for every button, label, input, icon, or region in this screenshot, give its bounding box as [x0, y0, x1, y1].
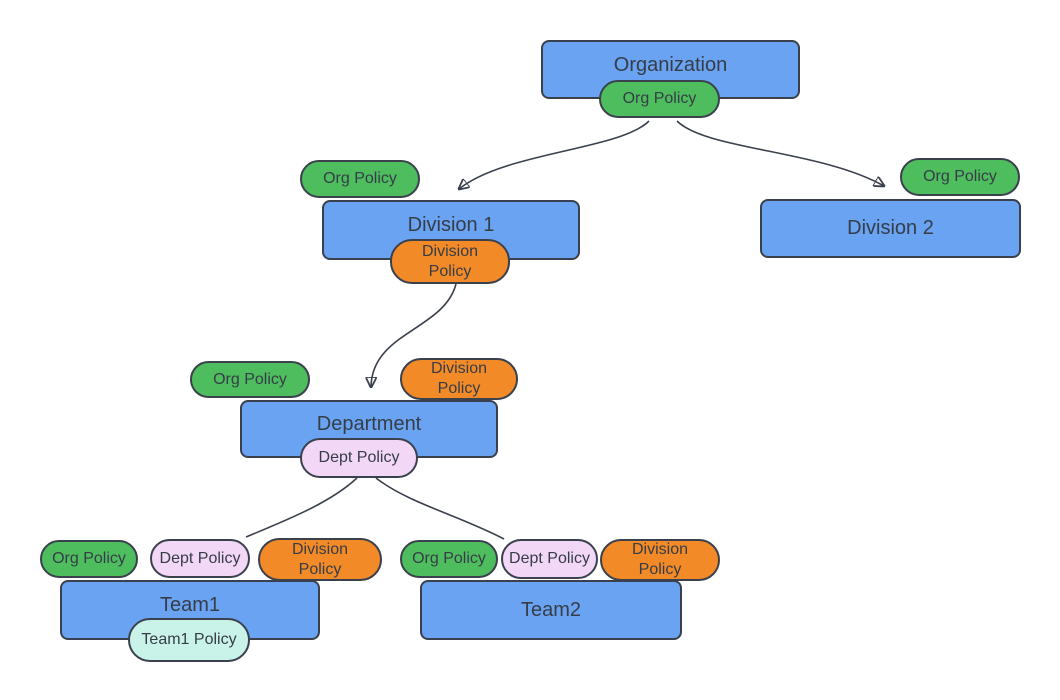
node-organization-label: Organization — [613, 53, 728, 76]
edge-orgpolicy-to-division1 — [459, 120, 650, 189]
node-team-1-label: Team1 — [159, 594, 221, 616]
division-policy-pill-team-1: Division Policy — [258, 538, 382, 581]
division-policy-pill-team-2: Division Policy — [600, 539, 720, 581]
division-policy-pill-division-1: Division Policy — [390, 239, 510, 284]
node-department-label: Department — [316, 413, 422, 435]
team1-policy-pill-team-1: Team1 Policy — [128, 618, 250, 662]
org-policy-pill-department: Org Policy — [190, 361, 310, 398]
node-team-2-label: Team2 — [520, 598, 582, 621]
dept-policy-pill-team-1: Dept Policy — [150, 539, 250, 578]
org-policy-pill-division-2: Org Policy — [900, 158, 1020, 196]
edge-orgpolicy-to-division2 — [676, 120, 884, 186]
edge-deptpolicy-to-team1 — [245, 477, 358, 538]
org-policy-pill-team-1: Org Policy — [40, 540, 138, 578]
node-division-2: Division 2 — [760, 199, 1021, 258]
node-division-2-label: Division 2 — [847, 217, 934, 239]
dept-policy-pill-team-2: Dept Policy — [501, 539, 598, 579]
dept-policy-pill-department: Dept Policy — [300, 438, 418, 478]
division-policy-pill-department: Division Policy — [400, 358, 518, 400]
org-policy-pill-organization: Org Policy — [599, 80, 720, 118]
org-policy-pill-team-2: Org Policy — [400, 540, 498, 578]
edge-deptpolicy-to-team2 — [375, 477, 505, 540]
org-policy-pill-division-1: Org Policy — [300, 160, 420, 198]
node-team-2: Team2 — [420, 580, 682, 640]
node-division-1-label: Division 1 — [407, 214, 495, 236]
